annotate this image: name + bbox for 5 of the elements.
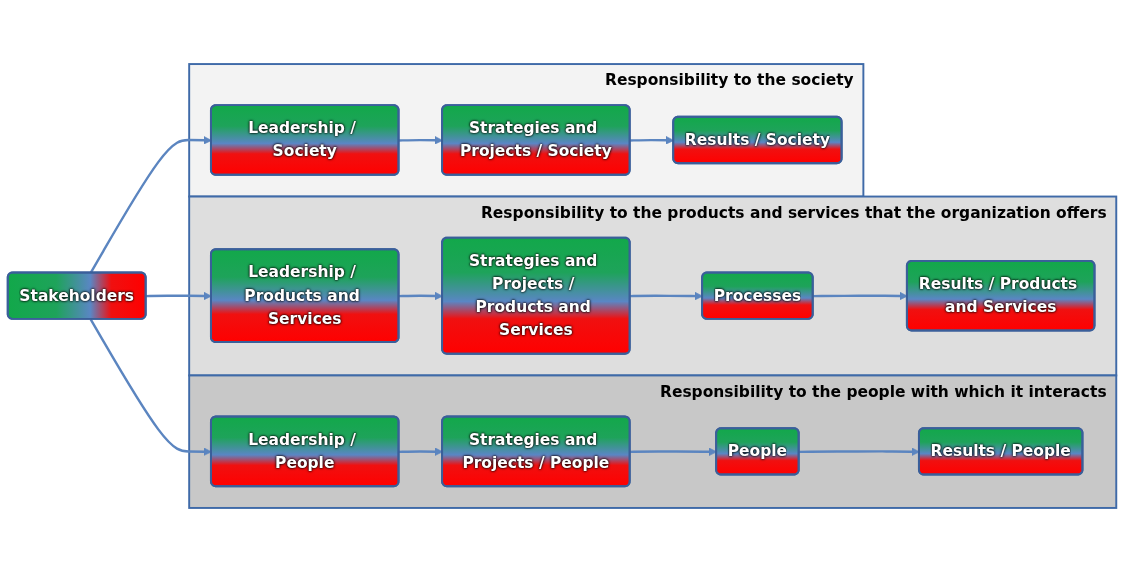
arrow (630, 447, 717, 457)
arrow (630, 291, 703, 301)
arrow (399, 447, 443, 456)
arrow (399, 136, 443, 145)
arrow (399, 291, 443, 301)
